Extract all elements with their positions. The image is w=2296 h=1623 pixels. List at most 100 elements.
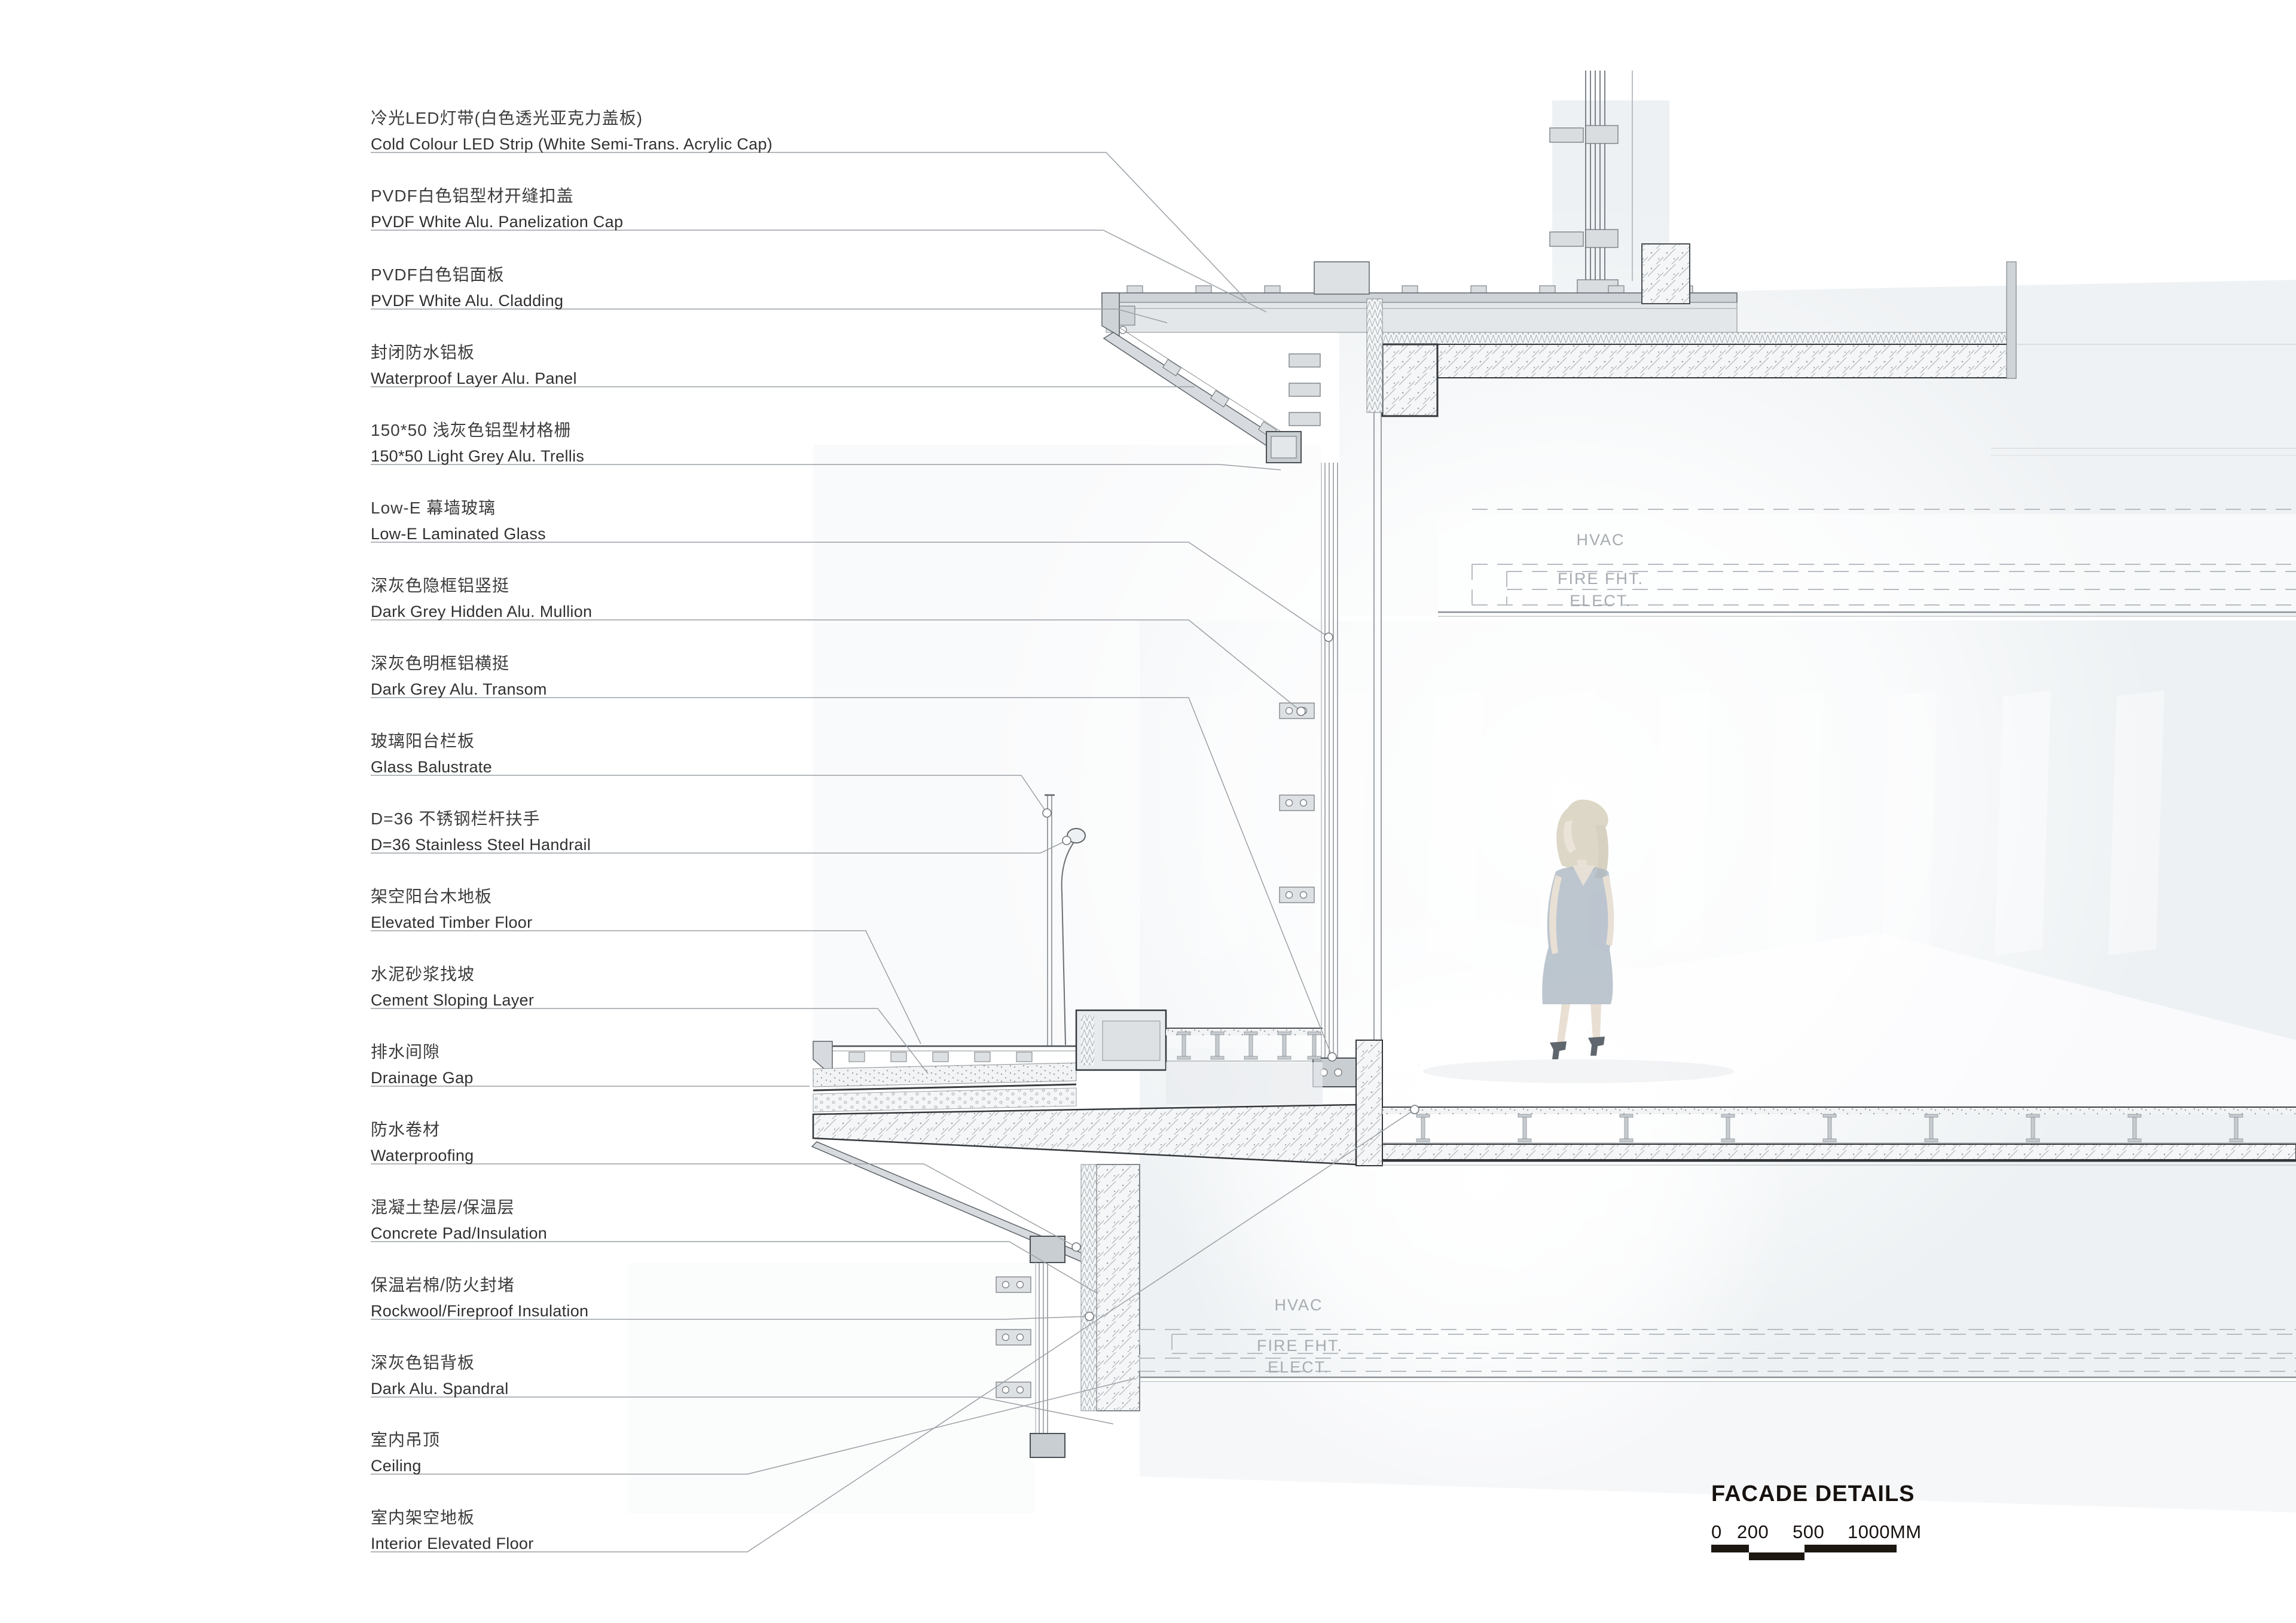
label-en: Cold Colour LED Strip (White Semi-Trans.… bbox=[371, 135, 773, 153]
label-en: Waterproof Layer Alu. Panel bbox=[371, 369, 577, 387]
label-en: Low-E Laminated Glass bbox=[371, 525, 546, 543]
upper-fire-note: FIRE FHT. bbox=[1558, 570, 1644, 588]
label-en: PVDF White Alu. Cladding bbox=[371, 292, 564, 310]
arm bbox=[1602, 875, 1614, 946]
hair bbox=[1556, 799, 1608, 874]
shoe bbox=[1550, 1041, 1567, 1059]
label-rockwool: 保温岩棉/防火封堵 Rockwool/Fireproof Insulation bbox=[371, 1271, 969, 1324]
roof-end-post bbox=[2006, 261, 2017, 379]
spandrel-clip bbox=[996, 1381, 1031, 1398]
label-en: Glass Balustrate bbox=[371, 758, 492, 776]
label-waterproof-panel: 封闭防水铝板 Waterproof Layer Alu. Panel bbox=[371, 339, 969, 392]
wall-insulation-strip bbox=[1366, 298, 1383, 413]
waterproofing-line bbox=[813, 1083, 1077, 1092]
label-en: D=36 Stainless Steel Handrail bbox=[371, 836, 591, 854]
label-cement-layer: 水泥砂浆找坡 Cement Sloping Layer bbox=[371, 961, 969, 1013]
canopy-assembly bbox=[1101, 285, 1738, 463]
scale-bar-segment-3 bbox=[1805, 1545, 1897, 1552]
label-zh: 冷光LED灯带(白色透光亚克力盖板) bbox=[371, 109, 643, 127]
lower-elect-note: ELECT. bbox=[1268, 1358, 1330, 1376]
label-zh: 玻璃阳台栏板 bbox=[371, 732, 475, 750]
label-en: Drainage Gap bbox=[371, 1069, 474, 1087]
lower-fire-note: FIRE FHT. bbox=[1257, 1337, 1343, 1355]
floor-concrete-slab bbox=[1382, 1144, 2296, 1160]
lower-floor-slab bbox=[1382, 1107, 2296, 1166]
arm bbox=[1549, 875, 1562, 954]
label-zh: 防水卷材 bbox=[371, 1120, 441, 1139]
label-zh: Low-E 幕墙玻璃 bbox=[371, 499, 496, 517]
handrail bbox=[1067, 828, 1086, 843]
label-zh: 保温岩棉/防火封堵 bbox=[371, 1276, 515, 1294]
mullion-base-block bbox=[1641, 243, 1690, 304]
leader-lines bbox=[371, 152, 1415, 1552]
hvac-zone-lower-lines bbox=[1139, 1329, 2296, 1372]
lower-curtain-wall bbox=[996, 1164, 1140, 1458]
scale-tick-0: 0 bbox=[1711, 1521, 1722, 1542]
sheet-title: FACADE DETAILS bbox=[1711, 1481, 1915, 1506]
parapet-upstand bbox=[1314, 261, 1370, 295]
label-transom: 深灰色明框铝横挺 Dark Grey Alu. Transom bbox=[371, 650, 969, 702]
label-zh: 深灰色隐框铝竖挺 bbox=[371, 576, 510, 595]
scale-tick-200: 200 bbox=[1737, 1521, 1769, 1542]
label-en: Elevated Timber Floor bbox=[371, 913, 533, 931]
leg bbox=[1590, 1004, 1601, 1039]
label-zh: 深灰色铝背板 bbox=[371, 1353, 475, 1372]
shoe bbox=[1588, 1037, 1605, 1056]
label-zh: D=36 不锈钢栏杆扶手 bbox=[371, 809, 541, 828]
canopy-body bbox=[1106, 302, 1738, 333]
label-zh: PVDF白色铝面板 bbox=[371, 265, 505, 284]
upper-ceiling-lines bbox=[1438, 611, 2296, 617]
roof-slab bbox=[1314, 243, 2296, 456]
spandrel-clip bbox=[996, 1329, 1031, 1346]
rockwool-strip bbox=[1080, 1164, 1097, 1411]
mullion-clip bbox=[1279, 794, 1315, 811]
balcony-slab bbox=[812, 1104, 1357, 1166]
dress bbox=[1542, 866, 1613, 1004]
label-en: Ceiling bbox=[371, 1457, 422, 1475]
label-led-strip: 冷光LED灯带(白色透光亚克力盖板) Cold Colour LED Strip … bbox=[371, 105, 969, 157]
upper-elect-note: ELECT. bbox=[1570, 592, 1632, 610]
label-drainage-gap: 排水间隙 Drainage Gap bbox=[371, 1038, 969, 1091]
scale-bar-segment-2 bbox=[1749, 1552, 1805, 1560]
label-ceiling: 室内吊顶 Ceiling bbox=[371, 1426, 969, 1479]
upper-curtain-wall bbox=[1279, 298, 1383, 1166]
threshold-upstand bbox=[1355, 1040, 1383, 1166]
label-lowe-glass: Low-E 幕墙玻璃 Low-E Laminated Glass bbox=[371, 494, 969, 547]
label-concrete-pad: 混凝土垫层/保温层 Concrete Pad/Insulation bbox=[371, 1194, 969, 1246]
leg bbox=[1557, 1004, 1570, 1043]
roof-concrete-band bbox=[1382, 344, 2011, 378]
label-en: Concrete Pad/Insulation bbox=[371, 1224, 548, 1242]
label-en: Cement Sloping Layer bbox=[371, 991, 535, 1009]
lower-ceiling-lines bbox=[1140, 1376, 2296, 1382]
label-zh: PVDF白色铝型材开缝扣盖 bbox=[371, 187, 574, 205]
label-zh: 混凝土垫层/保温层 bbox=[371, 1198, 515, 1217]
label-en: PVDF White Alu. Panelization Cap bbox=[371, 213, 624, 231]
label-en: Dark Grey Alu. Transom bbox=[371, 680, 547, 698]
lower-transom-top bbox=[1030, 1236, 1065, 1263]
label-zh: 深灰色明框铝横挺 bbox=[371, 654, 510, 673]
label-panelization-cap: PVDF白色铝型材开缝扣盖 PVDF White Alu. Panelizatio… bbox=[371, 182, 969, 235]
handrail-post bbox=[1061, 842, 1074, 1046]
label-zh: 150*50 浅灰色铝型材格栅 bbox=[371, 421, 572, 439]
label-zh: 室内吊顶 bbox=[371, 1431, 441, 1449]
label-zh: 水泥砂浆找坡 bbox=[371, 965, 475, 983]
scale-tick-500: 500 bbox=[1793, 1521, 1825, 1542]
label-zh: 室内架空地板 bbox=[371, 1508, 475, 1527]
label-en: Rockwool/Fireproof Insulation bbox=[371, 1302, 589, 1320]
mullion-clip bbox=[1279, 887, 1315, 903]
hvac-zone-upper-lines bbox=[1471, 509, 2296, 606]
spandrel-wall bbox=[1096, 1164, 1140, 1411]
label-zh: 排水间隙 bbox=[371, 1043, 441, 1061]
insulation-layer bbox=[813, 1087, 1077, 1112]
trellis-brackets bbox=[1289, 353, 1321, 426]
label-en: Dark Alu. Spandral bbox=[371, 1380, 509, 1398]
label-glass-balustrade: 玻璃阳台栏板 Glass Balustrate bbox=[371, 728, 969, 780]
scale-tick-1000: 1000MM bbox=[1848, 1521, 1922, 1542]
edge-beam bbox=[1381, 343, 1439, 417]
label-zh: 封闭防水铝板 bbox=[371, 343, 475, 362]
